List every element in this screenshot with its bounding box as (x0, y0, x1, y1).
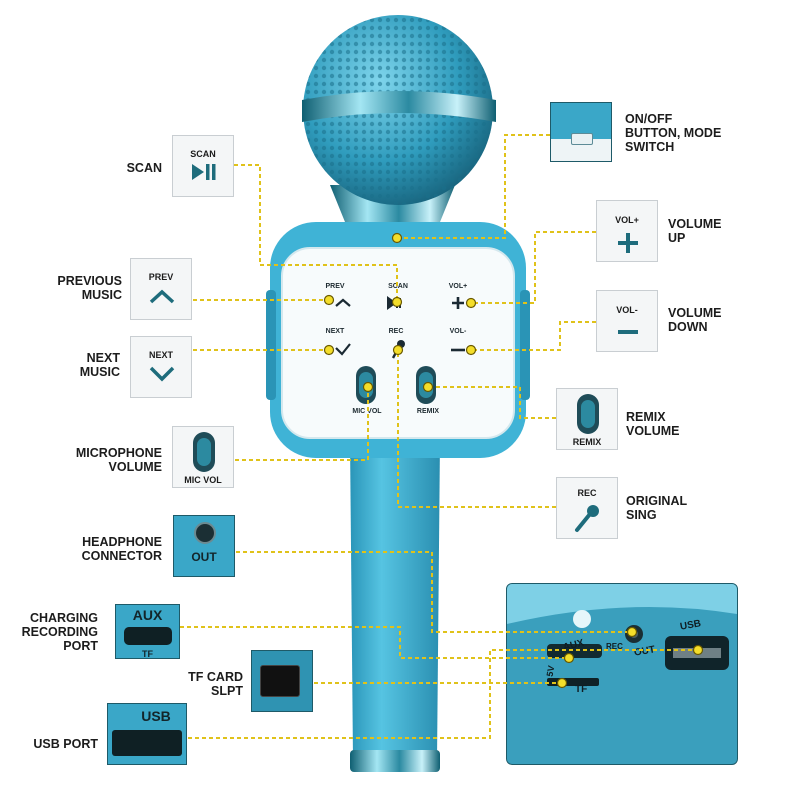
usb-port-callout: USB (107, 703, 187, 765)
charging-recording-port-label: CHARGING RECORDING PORT (21, 611, 98, 653)
vol-up-box-label: VOL+ (615, 215, 639, 225)
panel-mic-vol-label: MIC VOL (352, 408, 382, 415)
out-box-label: OUT (191, 550, 217, 564)
rec-box-label: REC (577, 488, 597, 498)
tf-card-icon (260, 665, 300, 697)
microphone-volume-label: MICROPHONE VOLUME (75, 446, 162, 474)
tf-card-callout (251, 650, 313, 712)
volume-up-label: VOLUME UP (668, 217, 722, 245)
previous-music-callout: PREV (130, 258, 192, 320)
scan-button-callout: SCAN (172, 135, 234, 197)
scan-label: SCAN (126, 161, 162, 175)
previous-music-label: PREVIOUS MUSIC (57, 274, 122, 302)
ports-inset: AUX REC OUT USB 5V TF (506, 583, 738, 765)
power-switch-panel (551, 139, 611, 161)
usb-c-port-icon (124, 627, 172, 645)
prev-box-label: PREV (148, 272, 174, 282)
remix-box-label: REMIX (572, 437, 602, 447)
volume-up-callout: VOL+ (596, 200, 658, 262)
inset-rec-label: REC (606, 642, 623, 651)
panel-next-label: NEXT (325, 328, 345, 335)
mic-vol-box-label: MIC VOL (184, 475, 222, 485)
next-music-callout: NEXT (130, 336, 192, 398)
microphone-volume-callout: MIC VOL (172, 426, 234, 488)
usb-port-label: USB PORT (33, 737, 98, 751)
panel-remix-label: REMIX (416, 408, 440, 415)
aux-box-label: AUX (132, 607, 163, 623)
panel-scan-label: SCAN (388, 283, 408, 290)
vol-down-box-label: VOL- (616, 305, 638, 315)
usb-port-icon (112, 730, 182, 756)
minus-icon (618, 330, 638, 334)
original-sing-callout: REC (556, 477, 618, 539)
panel-vol-up-label: VOL+ (448, 283, 468, 290)
power-switch-callout (550, 102, 612, 162)
usb-box-label: USB (141, 708, 171, 724)
remix-knob-icon (577, 394, 599, 434)
panel-vol-down-label: VOL- (449, 328, 467, 335)
next-music-label: NEXT MUSIC (79, 351, 120, 379)
play-pause-icon (192, 164, 216, 180)
remix-volume-callout: REMIX (556, 388, 618, 450)
inset-tf-label: TF (575, 684, 588, 695)
charging-port-callout: AUX TF (115, 604, 180, 659)
tf-box-label: TF (142, 649, 153, 659)
next-box-label: NEXT (148, 350, 173, 360)
volume-down-callout: VOL- (596, 290, 658, 352)
mic-volume-knob-icon (193, 432, 215, 472)
chevron-up-icon (149, 289, 175, 304)
headphone-jack-icon (194, 522, 216, 544)
microphone-icon (575, 505, 599, 532)
remix-volume-label: REMIX VOLUME (626, 410, 680, 438)
power-switch-slider (571, 133, 593, 145)
panel-prev-label: PREV (325, 283, 345, 290)
original-sing-label: ORIGINAL SING (626, 494, 688, 522)
volume-down-label: VOLUME DOWN (668, 306, 722, 334)
scan-box-label: SCAN (190, 149, 216, 159)
headphone-connector-callout: OUT (173, 515, 235, 577)
on-off-label: ON/OFF BUTTON, MODE SWITCH (625, 112, 722, 154)
headphone-connector-label: HEADPHONE CONNECTOR (81, 535, 162, 563)
chevron-down-icon (149, 366, 175, 382)
panel-rec-label: REC (388, 328, 404, 335)
tf-card-slot-label: TF CARD SLPT (188, 670, 243, 698)
plus-icon (618, 233, 638, 253)
